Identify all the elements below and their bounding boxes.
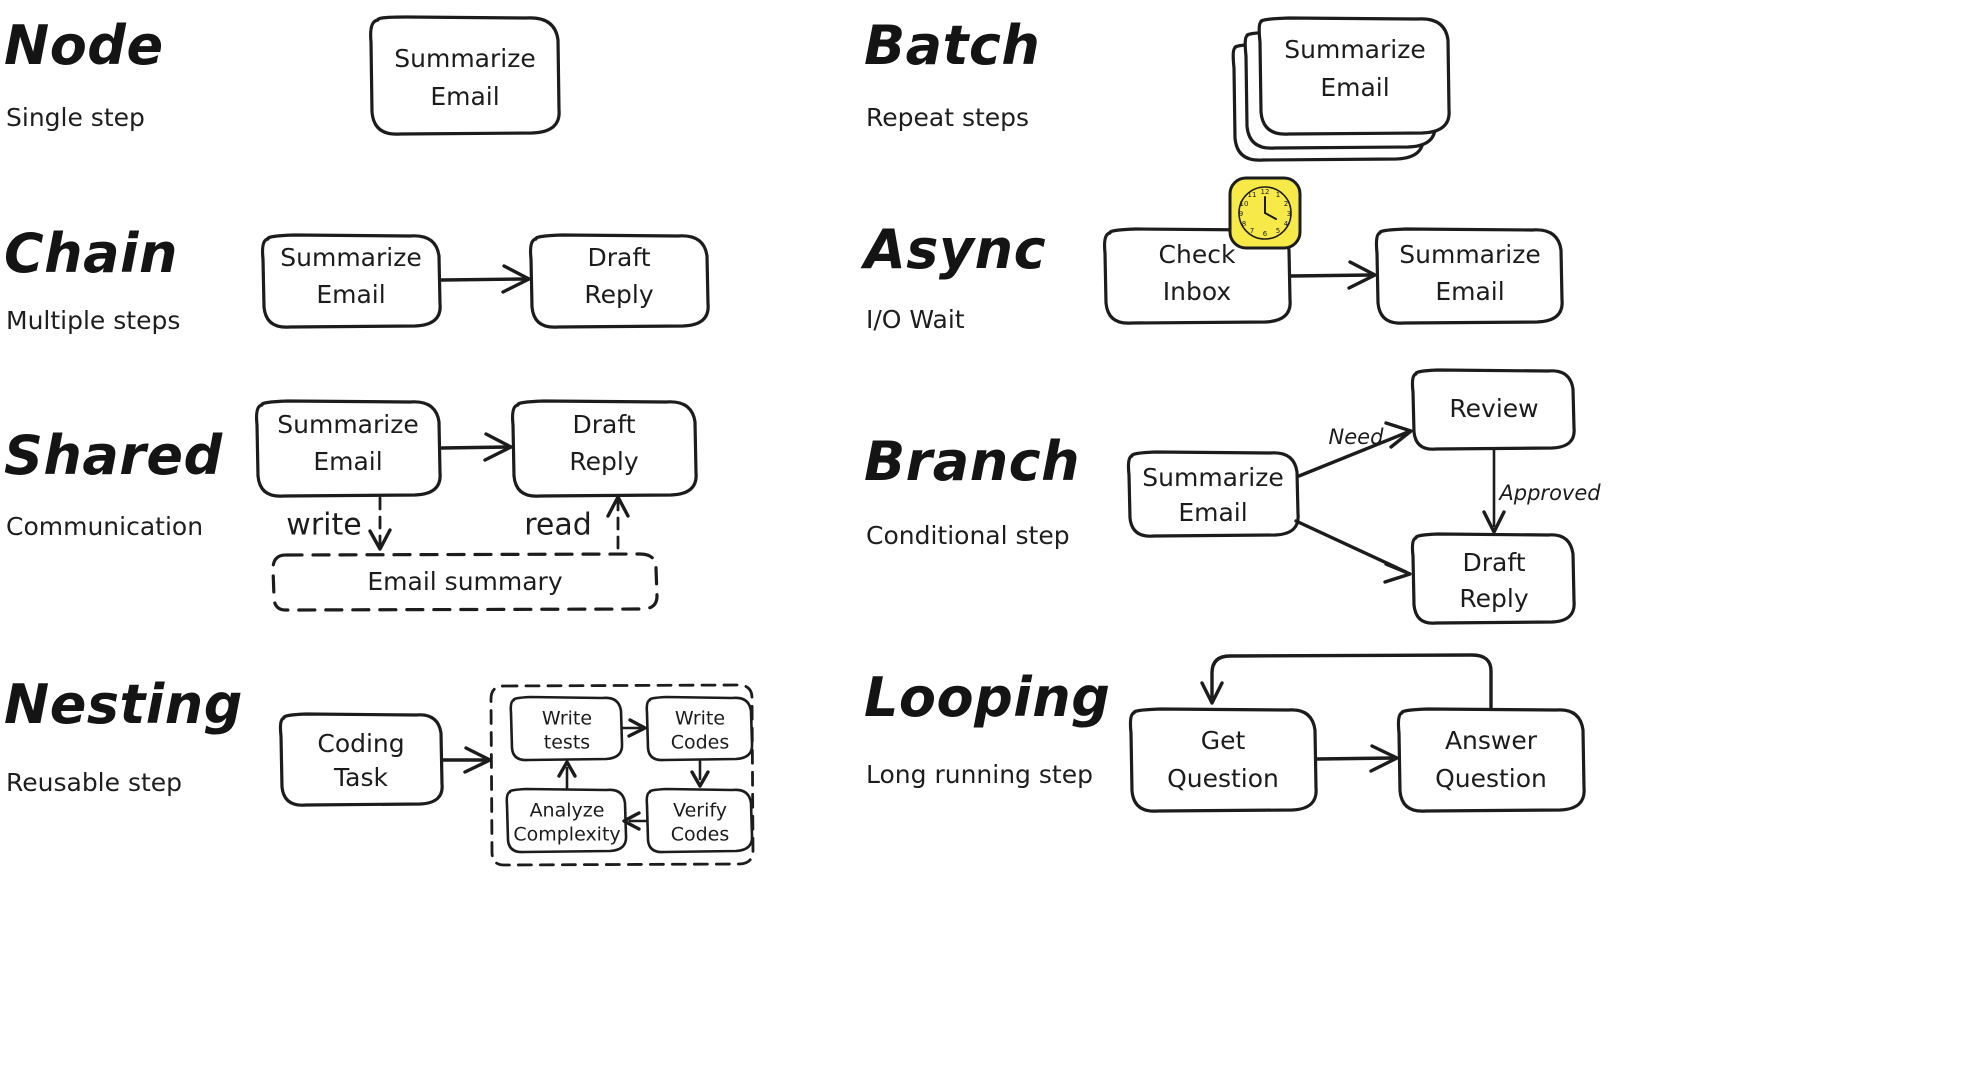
node-graphic: Summarize Email — [369, 15, 561, 136]
shared-node2-line2: Reply — [569, 447, 638, 476]
looping-node1-line1: Get — [1201, 726, 1246, 755]
chain-node1-line2: Email — [316, 280, 385, 309]
async-node2-line1: Summarize — [1399, 240, 1540, 269]
svg-text:7: 7 — [1250, 227, 1254, 235]
pattern-subtitle-node: Single step — [6, 103, 145, 132]
nesting-node4-line1: Verify — [673, 800, 727, 822]
chain-node2-line1: Draft — [587, 243, 650, 272]
chain-node2-line2: Reply — [584, 280, 653, 309]
async-node1-line2: Inbox — [1163, 277, 1231, 306]
shared-node1-line2: Email — [313, 447, 382, 476]
pattern-title-async: Async — [864, 218, 1047, 281]
nesting-node1-line2: Task — [333, 763, 388, 792]
pattern-subtitle-branch: Conditional step — [866, 521, 1070, 550]
pattern-subtitle-looping: Long running step — [866, 760, 1093, 789]
looping-node2-line1: Answer — [1445, 726, 1538, 755]
svg-text:12: 12 — [1261, 188, 1270, 196]
svg-text:5: 5 — [1276, 227, 1280, 235]
batch-graphic: Summarize Email — [1231, 16, 1451, 162]
looping-node1-line2: Question — [1167, 764, 1279, 793]
looping-node2-line2: Question — [1435, 764, 1547, 793]
pattern-title-nesting: Nesting — [4, 673, 243, 736]
svg-text:2: 2 — [1284, 200, 1288, 208]
branch-edge-label-need: Need — [1329, 425, 1385, 449]
nesting-node2-line2: tests — [544, 732, 590, 754]
branch-node2-label: Review — [1449, 394, 1538, 423]
node-label-line1: Summarize — [394, 44, 535, 73]
pattern-title-looping: Looping — [864, 666, 1111, 729]
pattern-title-node: Node — [4, 14, 164, 77]
shared-edge-label-read: read — [524, 508, 592, 543]
pattern-subtitle-async: I/O Wait — [866, 305, 965, 334]
svg-text:11: 11 — [1248, 191, 1257, 199]
async-graphic: Check Inbox Summarize Email 12 1 2 3 4 5… — [1102, 176, 1564, 325]
shared-node2-line1: Draft — [572, 410, 635, 439]
nesting-node4-line2: Codes — [671, 824, 730, 846]
shared-graphic: Summarize Email Draft Reply write read E… — [254, 399, 698, 612]
nesting-graphic: Coding Task Write tests Write Codes Veri… — [278, 683, 755, 867]
batch-label-line2: Email — [1320, 73, 1389, 102]
svg-text:10: 10 — [1240, 200, 1249, 208]
pattern-subtitle-chain: Multiple steps — [6, 306, 181, 335]
nesting-node1-line1: Coding — [317, 729, 404, 758]
nesting-node3-line2: Codes — [671, 732, 730, 754]
branch-node3-line1: Draft — [1462, 548, 1525, 577]
svg-text:1: 1 — [1276, 191, 1280, 199]
branch-node1-line1: Summarize — [1142, 463, 1283, 492]
nesting-node3-line1: Write — [675, 708, 725, 730]
chain-graphic: Summarize Email Draft Reply — [260, 233, 710, 329]
async-node2-line2: Email — [1435, 277, 1504, 306]
pattern-subtitle-shared: Communication — [6, 512, 204, 541]
batch-label-line1: Summarize — [1284, 35, 1425, 64]
pattern-title-shared: Shared — [4, 424, 223, 487]
shared-store-label: Email summary — [367, 567, 562, 596]
pattern-title-branch: Branch — [864, 430, 1081, 493]
nesting-node2-line1: Write — [542, 708, 592, 730]
pattern-subtitle-nesting: Reusable step — [6, 768, 183, 797]
chain-node1-line1: Summarize — [280, 243, 421, 272]
svg-text:3: 3 — [1287, 210, 1291, 218]
shared-node1-line1: Summarize — [277, 410, 418, 439]
nesting-node5-line2: Complexity — [513, 824, 620, 846]
clock-icon: 12 1 2 3 4 5 6 7 8 9 10 11 — [1228, 176, 1302, 250]
branch-edge-label-approved: Approved — [1497, 481, 1601, 505]
nesting-node5-line1: Analyze — [530, 800, 605, 822]
pattern-title-chain: Chain — [4, 222, 178, 285]
svg-text:9: 9 — [1239, 210, 1243, 218]
branch-graphic: Summarize Email Review Draft Reply Need … — [1126, 368, 1601, 625]
looping-graphic: Get Question Answer Question — [1128, 653, 1586, 813]
branch-node1-line2: Email — [1178, 498, 1247, 527]
async-node1-line1: Check — [1159, 240, 1236, 269]
shared-edge-label-write: write — [286, 508, 361, 543]
svg-text:8: 8 — [1242, 220, 1246, 228]
pattern-subtitle-batch: Repeat steps — [866, 103, 1030, 132]
node-label-line2: Email — [430, 82, 499, 111]
branch-node3-line2: Reply — [1459, 584, 1528, 613]
pattern-title-batch: Batch — [864, 14, 1041, 77]
svg-text:6: 6 — [1263, 230, 1268, 238]
svg-text:4: 4 — [1284, 220, 1289, 228]
